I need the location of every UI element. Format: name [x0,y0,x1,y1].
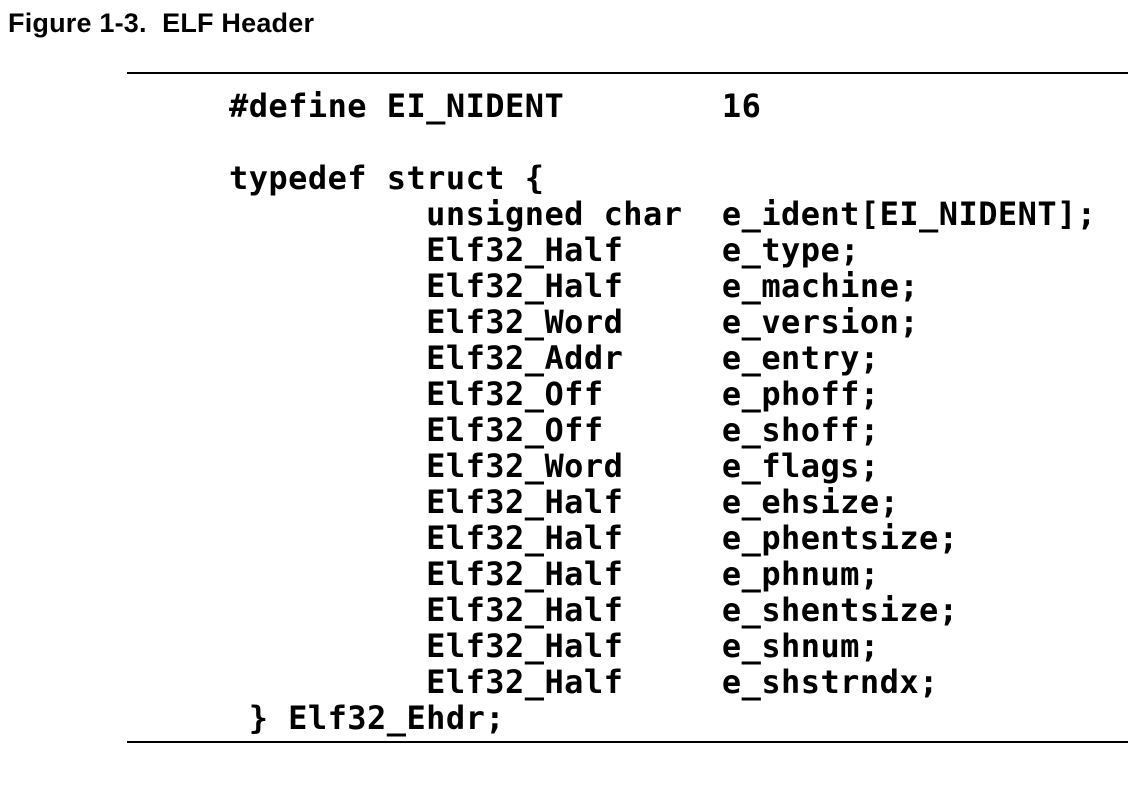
top-rule [127,72,1128,74]
figure-title: Figure 1-3. ELF Header [8,8,315,38]
bottom-rule [127,741,1128,743]
elf-header-code-listing: #define EI_NIDENT 16 typedef struct { un… [229,87,1097,737]
